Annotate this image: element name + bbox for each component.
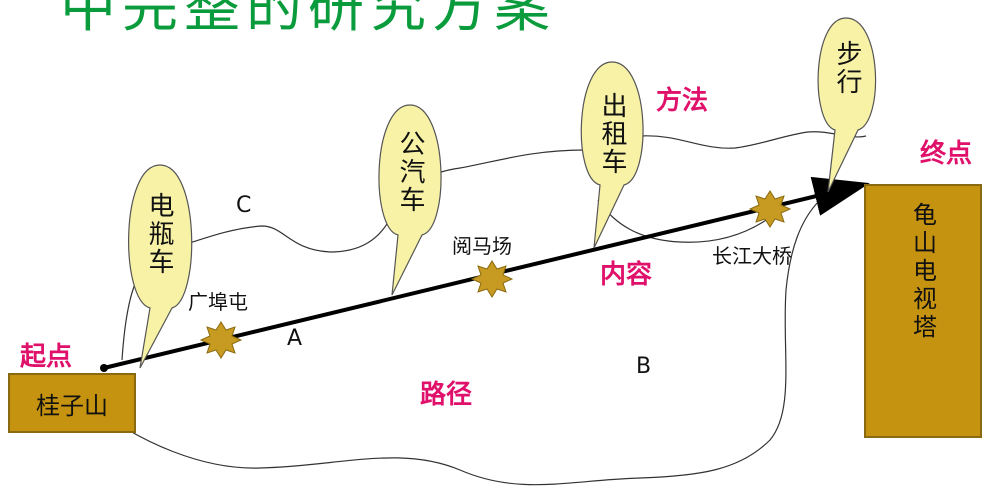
route-b-line bbox=[104, 199, 821, 486]
start-place-name: 桂子山 bbox=[36, 391, 108, 420]
yuemachang-label: 阅马场 bbox=[452, 234, 512, 258]
changjiang-bridge-label: 长江大桥 bbox=[712, 244, 792, 268]
star-yuemachang bbox=[470, 260, 514, 298]
star-changjiang-bridge bbox=[748, 190, 792, 228]
guangbutun-label: 广埠屯 bbox=[188, 290, 248, 314]
walk-label: 步行 bbox=[832, 40, 862, 96]
bubble-taxi bbox=[580, 61, 644, 249]
start-label: 起点 bbox=[20, 342, 73, 372]
bubble-walk bbox=[817, 17, 877, 193]
route-a-letter: A bbox=[287, 326, 303, 351]
star-guangbutun bbox=[199, 321, 243, 359]
method-label: 方法 bbox=[656, 86, 709, 116]
start-point-dot bbox=[100, 364, 108, 372]
content-label: 内容 bbox=[600, 260, 653, 290]
end-place-box: 龟山电视塔 bbox=[864, 184, 982, 438]
start-place-box: 桂子山 bbox=[8, 373, 136, 433]
bubble-battery-car bbox=[128, 164, 193, 369]
taxi-label: 出租车 bbox=[597, 92, 627, 176]
route-c-line bbox=[121, 131, 867, 361]
page-title-partial: 中完整的研究方案 bbox=[60, 0, 556, 40]
bus-label: 公汽车 bbox=[395, 130, 425, 214]
route-b-letter: B bbox=[636, 354, 652, 379]
path-label: 路径 bbox=[420, 380, 473, 410]
battery-car-label: 电瓶车 bbox=[144, 192, 174, 276]
end-label: 终点 bbox=[920, 139, 973, 169]
route-c-branch bbox=[597, 199, 773, 243]
end-place-name: 龟山电视塔 bbox=[908, 202, 937, 342]
bubble-bus bbox=[378, 104, 442, 296]
route-c-letter: C bbox=[236, 193, 252, 218]
